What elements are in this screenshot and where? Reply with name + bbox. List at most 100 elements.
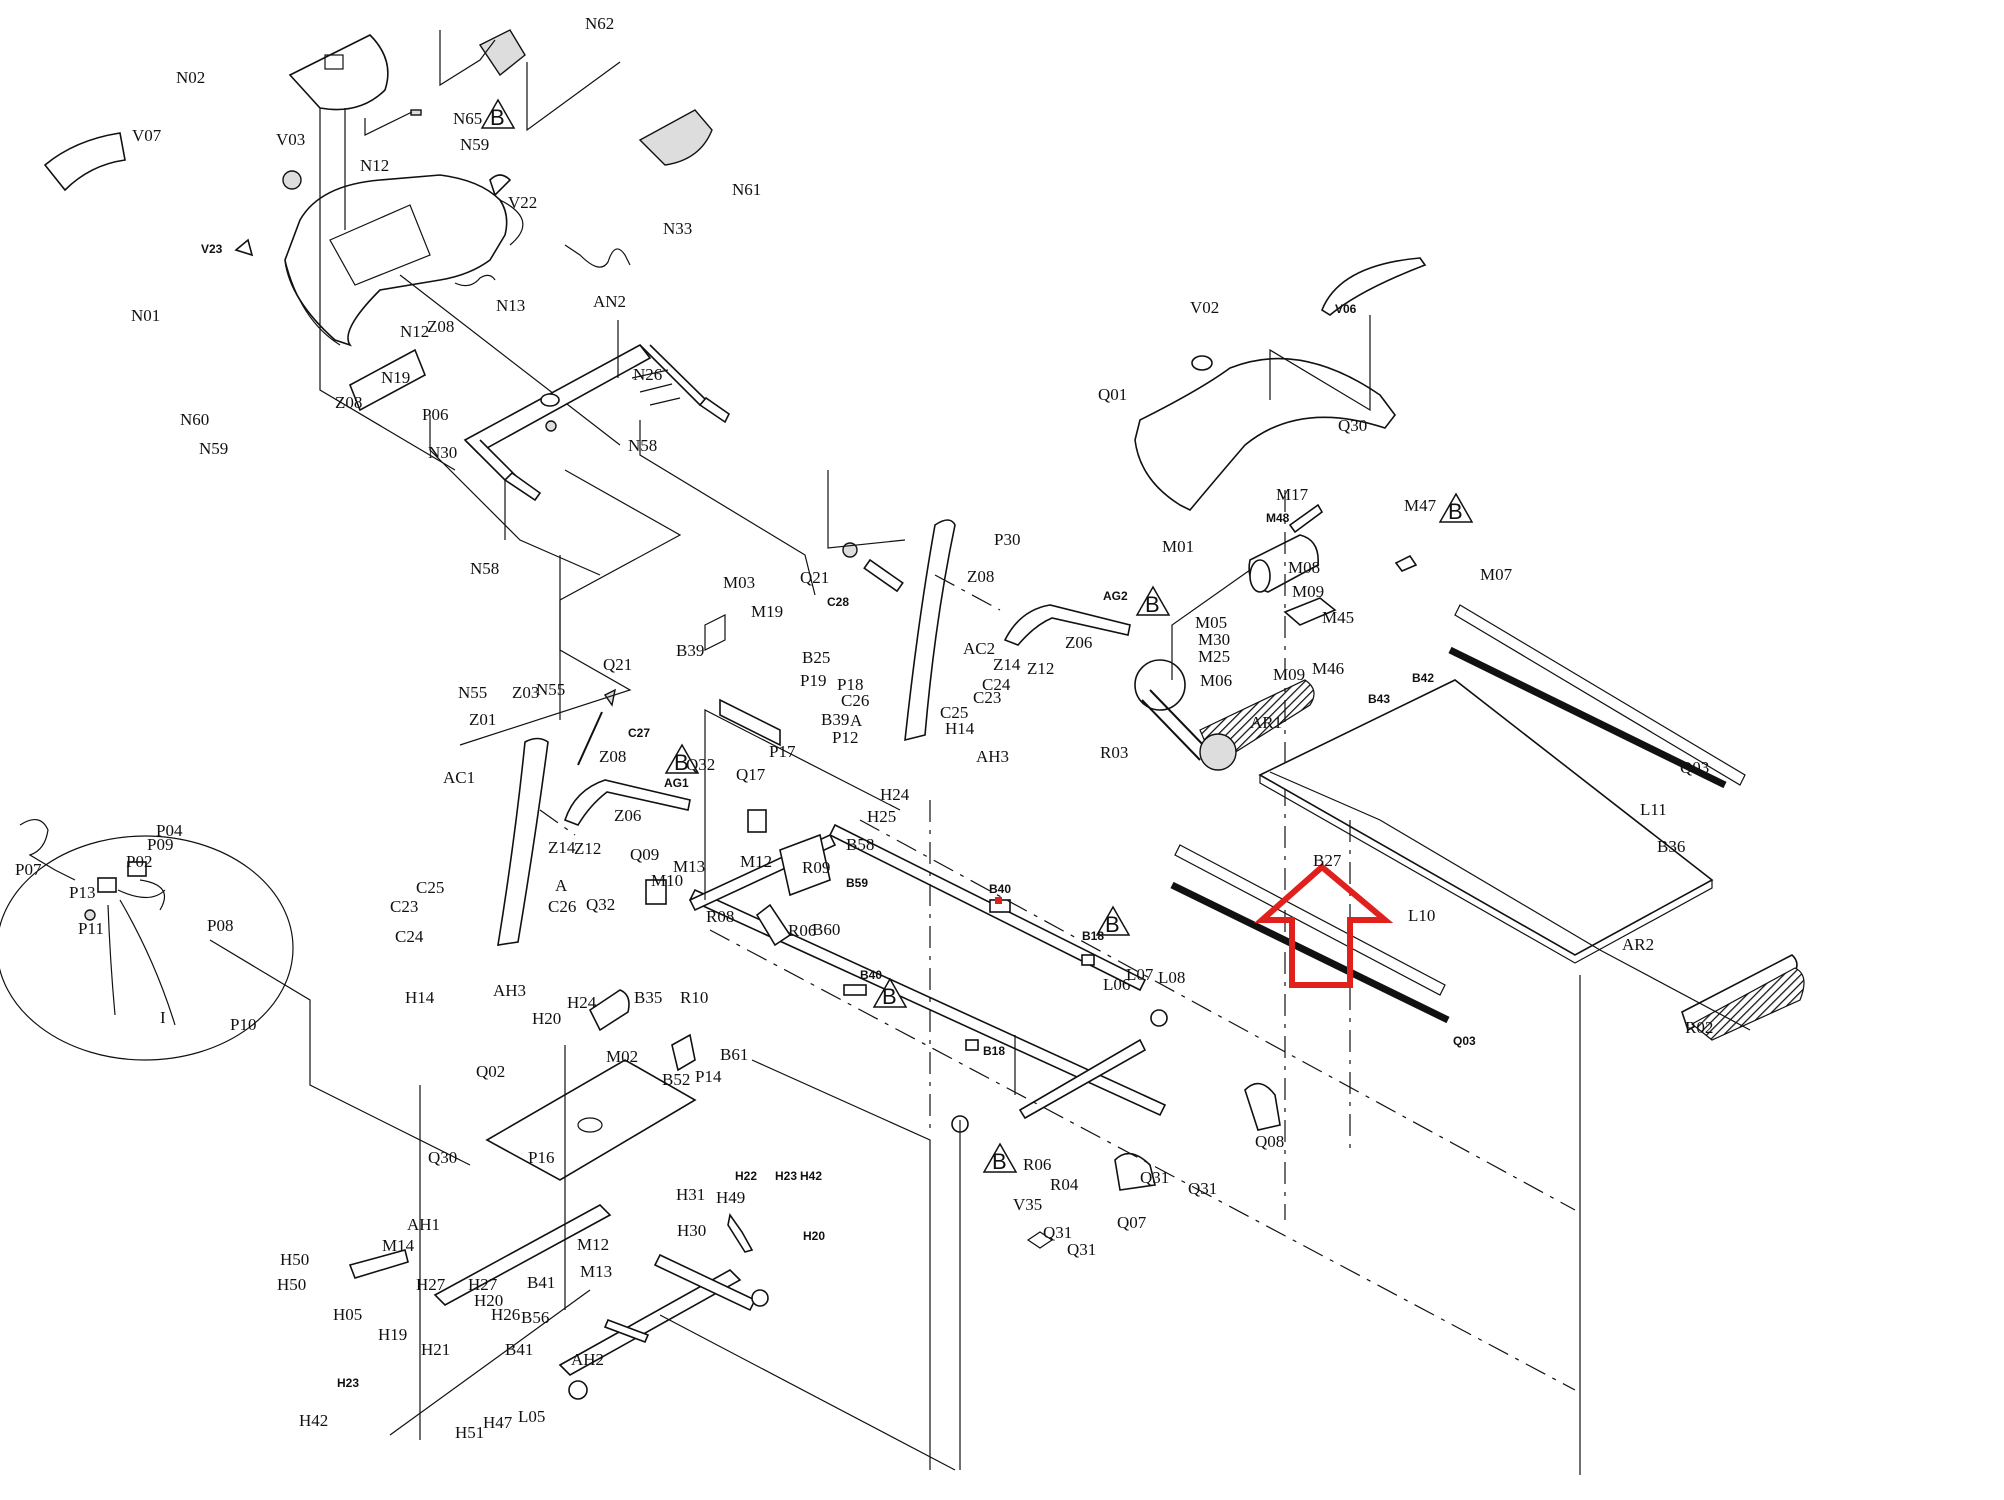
label-AH1: AH1	[407, 1215, 440, 1234]
label-P09: P09	[147, 835, 173, 854]
label-N55-b: N55	[536, 680, 565, 699]
label-Q02: Q02	[476, 1062, 505, 1081]
label-AH2: AH2	[571, 1350, 604, 1369]
bracket-b52	[671, 1033, 696, 1072]
panel-n62	[478, 29, 526, 77]
centerline	[934, 574, 1001, 611]
revision-marker: B	[480, 98, 516, 130]
label-P16: P16	[528, 1148, 554, 1167]
console-wing-right	[499, 199, 524, 246]
label-Q31-b: Q31	[1188, 1179, 1217, 1198]
grip-right	[698, 396, 731, 424]
label-B60: B60	[812, 920, 840, 939]
label-AR1: AR1	[1250, 713, 1282, 732]
label-AR2: AR2	[1622, 935, 1654, 954]
arrow-up-icon	[1254, 863, 1394, 988]
label-V07: V07	[132, 126, 162, 145]
label-AC2: AC2	[963, 639, 995, 658]
label-B58: B58	[846, 835, 874, 854]
deck-board-edge	[1259, 775, 1713, 964]
label-Q17: Q17	[736, 765, 766, 784]
power-cord-p07	[19, 819, 76, 881]
flywheel-m47	[1288, 503, 1324, 534]
detail-circle	[0, 835, 294, 1061]
label-H05: H05	[333, 1305, 362, 1324]
bracket-m03	[704, 614, 726, 651]
wire-p08	[117, 879, 166, 911]
label-Z14-b: Z14	[548, 838, 576, 857]
label-N62: N62	[585, 14, 614, 33]
roller-r02	[1690, 967, 1805, 1041]
label-AC1: AC1	[443, 768, 475, 787]
label-H49: H49	[716, 1188, 745, 1207]
wheel-l06	[1150, 1009, 1168, 1027]
svg-text:B: B	[1105, 912, 1120, 937]
leader	[1269, 315, 1371, 412]
label-H23-b: H23	[337, 1376, 359, 1390]
board-n60	[348, 348, 427, 412]
wheel-l05	[568, 1380, 588, 1400]
label-Z14: Z14	[993, 655, 1021, 674]
label-B59: B59	[846, 876, 868, 890]
label-M13: M13	[673, 857, 705, 876]
label-Q09: Q09	[630, 845, 659, 864]
label-M13-b: M13	[580, 1262, 612, 1281]
label-P08: P08	[207, 916, 233, 935]
motor-mount	[1283, 597, 1337, 626]
label-N02: N02	[176, 68, 205, 87]
revision-marker: B	[1095, 905, 1131, 937]
label-P18: P18	[837, 675, 863, 694]
label-R04: R04	[1050, 1175, 1079, 1194]
label-M01: M01	[1162, 537, 1194, 556]
label-M47: M47	[1404, 496, 1437, 515]
label-N12: N12	[360, 156, 389, 175]
label-M03: M03	[723, 573, 755, 592]
svg-text:B: B	[674, 750, 689, 775]
label-Q08: Q08	[1255, 1132, 1284, 1151]
leader	[364, 111, 413, 136]
leader	[659, 1314, 956, 1471]
label-M46: M46	[1312, 659, 1344, 678]
motor-group	[1134, 257, 1427, 1220]
leader	[559, 469, 682, 720]
roller-pulley	[1199, 733, 1237, 771]
label-H24: H24	[880, 785, 910, 804]
label-M07: M07	[1480, 565, 1513, 584]
wire-n13	[454, 274, 496, 287]
label-AN2: AN2	[593, 292, 626, 311]
label-Z06-b: Z06	[614, 806, 641, 825]
label-Q03-b: Q03	[1453, 1034, 1476, 1048]
cover-opening	[577, 1117, 603, 1133]
label-V22: V22	[508, 193, 537, 212]
rail-q03-upper	[1448, 646, 1727, 789]
label-N59-b: N59	[199, 439, 228, 458]
label-H24-b: H24	[567, 993, 597, 1012]
label-Q31-c: Q31	[1043, 1223, 1072, 1242]
label-Z03: Z03	[512, 683, 539, 702]
leader	[704, 709, 901, 900]
label-AH3-b: AH3	[493, 981, 526, 1000]
label-H26: H26	[491, 1305, 520, 1324]
bumper-b40-lower	[843, 984, 867, 996]
label-P13: P13	[69, 883, 95, 902]
label-Q03: Q03	[1680, 758, 1709, 777]
label-B36: B36	[1657, 837, 1685, 856]
console-wing-left	[284, 259, 341, 346]
lift-frame-ah2	[558, 1269, 742, 1376]
part-labels: N02 N62 N65 N59 V07 V03 N12 V22 N33 V23 …	[15, 14, 1713, 1442]
label-M19: M19	[751, 602, 783, 621]
label-P12: P12	[832, 728, 858, 747]
cover-q02	[485, 1059, 697, 1181]
svg-text:B: B	[992, 1149, 1007, 1174]
label-Z01: Z01	[469, 710, 496, 729]
label-R06: R06	[788, 921, 816, 940]
label-L11: L11	[1640, 800, 1667, 819]
label-B52: B52	[662, 1070, 690, 1089]
label-C24-b: C24	[395, 927, 424, 946]
display-window	[324, 54, 344, 70]
label-L08: L08	[1158, 968, 1185, 987]
centerline	[859, 819, 1576, 1211]
label-H31: H31	[676, 1185, 705, 1204]
grip-left	[503, 471, 542, 502]
label-P30: P30	[994, 530, 1020, 549]
